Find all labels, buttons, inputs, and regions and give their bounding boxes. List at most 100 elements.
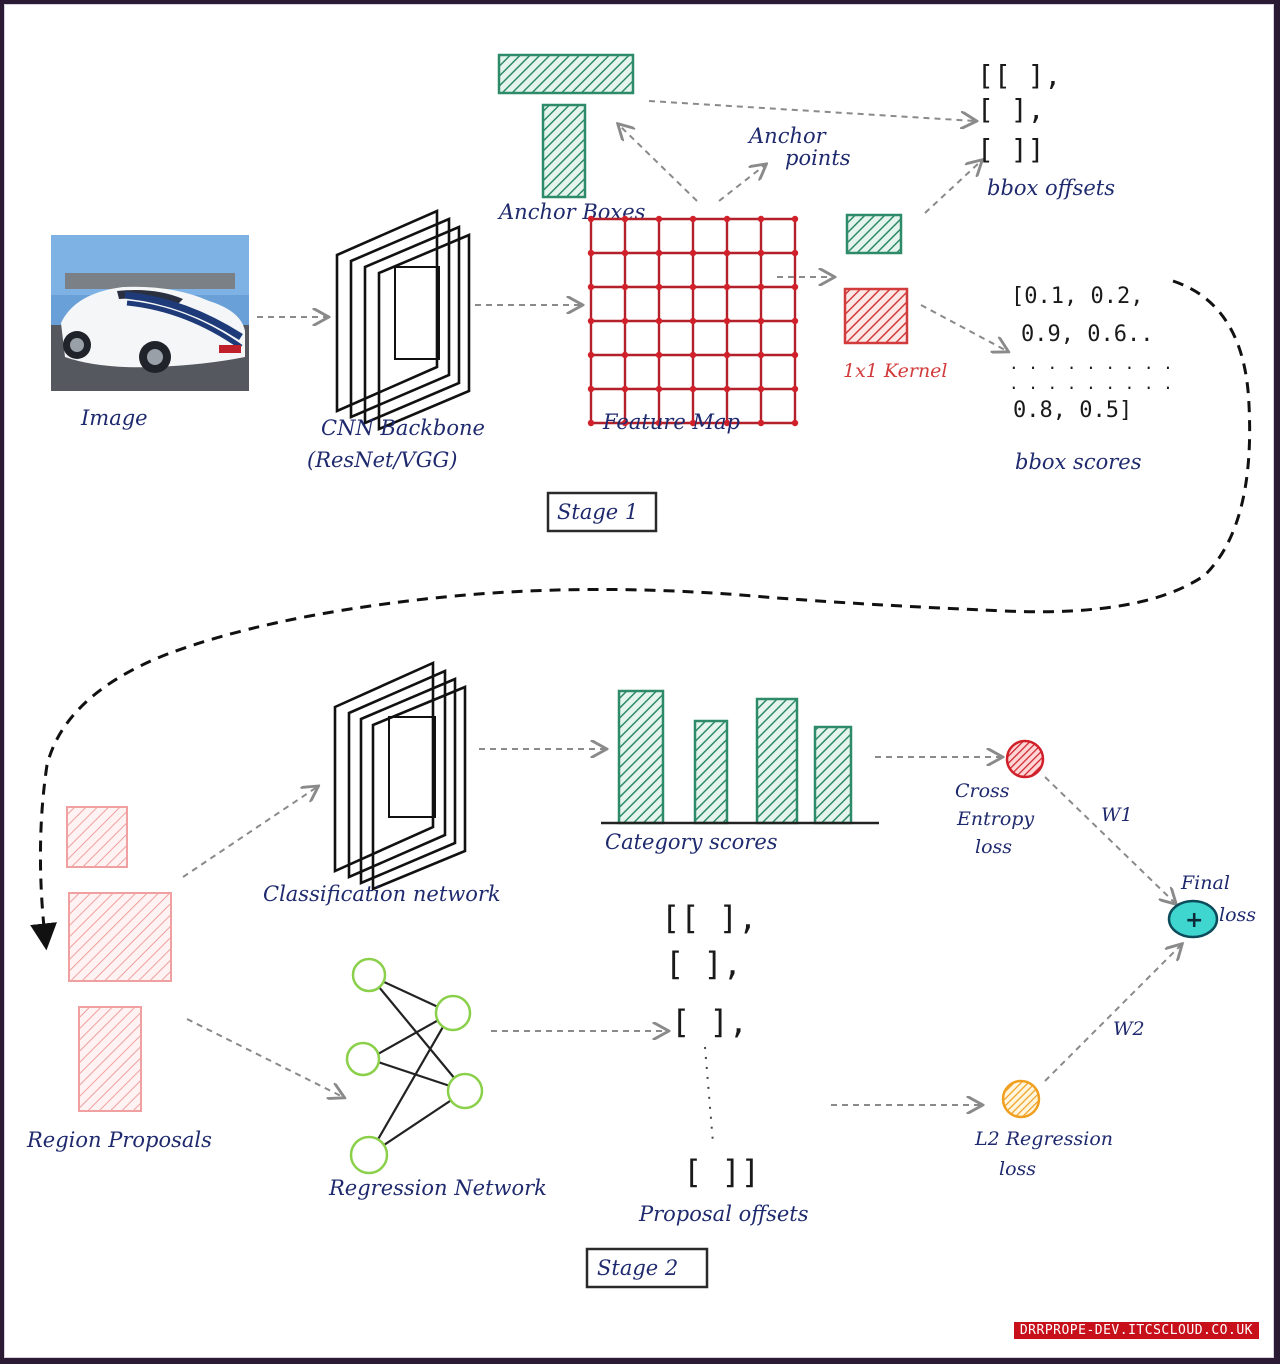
cross-entropy-label: Cross [955, 780, 1010, 802]
category-scores-chart [601, 689, 879, 825]
anchor-point [791, 419, 799, 427]
final-loss-label: Final [1180, 872, 1230, 894]
anchor-point [621, 385, 629, 393]
anchor-point [587, 215, 595, 223]
cnn-backbone-sublabel: (ResNet/VGG) [307, 448, 457, 472]
region-proposals-label: Region Proposals [26, 1128, 212, 1152]
anchor-point [621, 215, 629, 223]
anchor-point [723, 215, 731, 223]
anchor-point [757, 419, 765, 427]
anchor-point [655, 215, 663, 223]
anchor-point [655, 385, 663, 393]
anchor-point [689, 385, 697, 393]
proposal-offsets-row: [ ], [665, 945, 742, 983]
proposal-offsets-label: Proposal offsets [638, 1202, 809, 1226]
l2-loss-label: L2 Regression [974, 1128, 1113, 1150]
anchor-point [587, 351, 595, 359]
anchor-point [587, 317, 595, 325]
classification-network-icon [333, 660, 467, 891]
anchor-point [757, 215, 765, 223]
l2-loss-label: loss [999, 1158, 1036, 1180]
anchor-point [689, 283, 697, 291]
kernel-red [843, 287, 909, 345]
region-proposal-large [68, 892, 172, 982]
proposal-offsets-row: [ ], [671, 1003, 748, 1041]
proposal-offsets-row: [[ ], [661, 899, 757, 937]
anchor-point [757, 317, 765, 325]
bbox-offsets-row: [ ]] [977, 133, 1044, 166]
feature-map-label: Feature Map [602, 410, 740, 434]
bbox-scores-label: bbox scores [1015, 450, 1142, 474]
stage1-label: Stage 1 [557, 500, 638, 524]
anchor-point [621, 283, 629, 291]
l2-loss-node [1001, 1079, 1041, 1119]
proposal-offsets-row: [ ]] [683, 1153, 760, 1191]
anchor-point [791, 351, 799, 359]
diagram-frame: Image CNN Backbone (ResNet/VGG) Anchor B… [4, 4, 1274, 1358]
anchor-point [689, 317, 697, 325]
anchor-point [757, 249, 765, 257]
cross-entropy-node [1005, 739, 1045, 779]
input-image [51, 235, 249, 391]
plus-icon: + [1185, 908, 1203, 933]
w1-label: W1 [1101, 804, 1133, 826]
anchor-point [621, 419, 629, 427]
anchor-point [587, 249, 595, 257]
anchor-point [723, 249, 731, 257]
anchor-point [587, 419, 595, 427]
feature-map-grid [587, 215, 799, 427]
bbox-scores-row: 0.8, 0.5] [1013, 398, 1132, 423]
stage-connector [30, 279, 1252, 951]
anchor-point [655, 419, 663, 427]
anchor-point [757, 385, 765, 393]
anchor-point [587, 283, 595, 291]
cnn-backbone-label: CNN Backbone [321, 416, 485, 440]
regression-network-label: Regression Network [328, 1176, 547, 1200]
anchor-point [757, 283, 765, 291]
anchor-point [791, 317, 799, 325]
anchor-point [655, 249, 663, 257]
bbox-offsets-matrix: [[ ], [ ], [ ]] [977, 59, 1061, 166]
bbox-offsets-row: [ ], [977, 93, 1044, 126]
anchor-point [791, 283, 799, 291]
w2-label: W2 [1113, 1018, 1145, 1040]
anchor-box-tall [541, 103, 587, 199]
anchor-point [791, 249, 799, 257]
anchor-point [655, 317, 663, 325]
bbox-scores-row: . . . . . . . . . [1009, 374, 1173, 393]
cross-entropy-label: Entropy [956, 808, 1034, 830]
cross-entropy-label: loss [975, 836, 1012, 858]
stage2-label: Stage 2 [597, 1256, 678, 1280]
anchor-point [587, 385, 595, 393]
regression-network-icon [345, 957, 484, 1175]
kernel-label: 1x1 Kernel [843, 360, 948, 382]
kernel-green [845, 213, 903, 255]
faster-rcnn-diagram: Image CNN Backbone (ResNet/VGG) Anchor B… [26, 53, 1256, 1289]
anchor-point [757, 351, 765, 359]
anchor-point [723, 283, 731, 291]
bbox-offsets-row: [[ ], [977, 59, 1061, 92]
stage2-badge: Stage 2 [585, 1247, 709, 1289]
region-proposal-tall [78, 1006, 142, 1112]
anchor-point [621, 351, 629, 359]
anchor-box-wide [497, 53, 635, 95]
anchor-point [791, 215, 799, 223]
anchor-point [723, 317, 731, 325]
bbox-scores-matrix: [0.1, 0.2, 0.9, 0.6.. . . . . . . . . . … [1009, 284, 1173, 423]
stage1-badge: Stage 1 [546, 491, 658, 533]
cnn-backbone-icon [335, 209, 471, 431]
anchor-points-label: Anchor [747, 124, 828, 148]
anchor-point [621, 249, 629, 257]
bbox-scores-row: [0.1, 0.2, [1011, 284, 1143, 309]
image-label: Image [80, 406, 148, 430]
category-score-bar [813, 725, 853, 825]
classification-network-label: Classification network [263, 882, 501, 906]
anchor-point [621, 317, 629, 325]
anchor-point [689, 351, 697, 359]
anchor-point [791, 385, 799, 393]
anchor-point [689, 215, 697, 223]
anchor-point [689, 249, 697, 257]
anchor-point [655, 351, 663, 359]
bbox-scores-row: . . . . . . . . . [1009, 354, 1173, 373]
region-proposal-small [66, 806, 128, 868]
